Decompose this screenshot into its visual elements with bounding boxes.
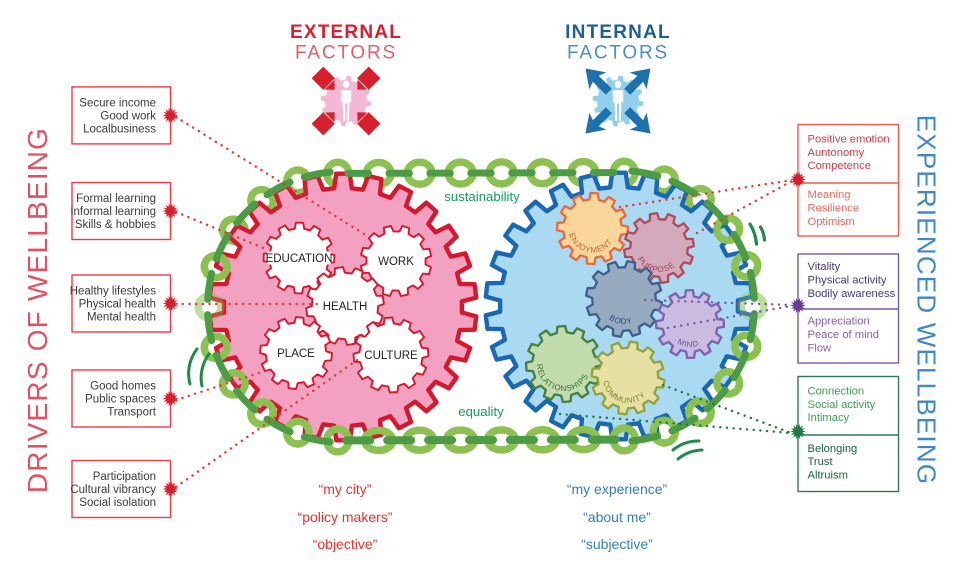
svg-text:equality: equality: [458, 404, 504, 419]
svg-text:FACTORS: FACTORS: [295, 43, 397, 64]
svg-text:Competence: Competence: [808, 160, 871, 172]
svg-text:Optimism: Optimism: [808, 216, 855, 228]
svg-text:INTERNAL: INTERNAL: [565, 22, 671, 43]
svg-text:Vitality: Vitality: [808, 261, 841, 273]
svg-text:Physical health: Physical health: [79, 299, 156, 311]
svg-text:Trust: Trust: [808, 456, 834, 468]
svg-text:Cultural vibrancy: Cultural vibrancy: [70, 484, 156, 496]
svg-text:DRIVERS OF WELLBEING: DRIVERS OF WELLBEING: [22, 127, 53, 493]
svg-text:“about me”: “about me”: [583, 509, 651, 525]
svg-text:Physical activity: Physical activity: [808, 275, 887, 287]
svg-text:Transport: Transport: [107, 407, 157, 419]
svg-text:Peace of mind: Peace of mind: [808, 329, 880, 341]
svg-text:Positive emotion: Positive emotion: [808, 133, 890, 145]
svg-text:Informal learning: Informal learning: [70, 206, 156, 218]
svg-text:EDUCATION: EDUCATION: [266, 253, 333, 265]
svg-text:Altruism: Altruism: [808, 470, 848, 482]
svg-text:EXPERIENCED WELLBEING: EXPERIENCED WELLBEING: [912, 115, 942, 486]
svg-text:Bodily awareness: Bodily awareness: [808, 288, 896, 300]
svg-text:Connection: Connection: [808, 385, 865, 397]
svg-text:Secure income: Secure income: [79, 97, 156, 109]
svg-text:PLACE: PLACE: [277, 348, 315, 360]
svg-text:Mental health: Mental health: [87, 312, 156, 324]
svg-text:Auntonomy: Auntonomy: [808, 147, 865, 159]
svg-text:“subjective”: “subjective”: [581, 536, 653, 552]
svg-text:Public spaces: Public spaces: [85, 394, 156, 406]
svg-text:Resilience: Resilience: [808, 203, 860, 215]
svg-text:sustainability: sustainability: [444, 189, 520, 204]
svg-text:Skills & hobbies: Skills & hobbies: [75, 219, 156, 231]
svg-text:“my city”: “my city”: [319, 481, 372, 497]
svg-text:“policy makers”: “policy makers”: [298, 509, 393, 525]
svg-text:FACTORS: FACTORS: [567, 43, 669, 64]
svg-text:HEALTH: HEALTH: [323, 301, 368, 313]
svg-text:Good work: Good work: [100, 110, 156, 122]
svg-text:Localbusiness: Localbusiness: [83, 123, 156, 135]
svg-text:Healthy lifestyles: Healthy lifestyles: [70, 286, 157, 298]
svg-text:Intimacy: Intimacy: [808, 412, 850, 424]
svg-text:Appreciation: Appreciation: [808, 316, 870, 328]
svg-text:Social activity: Social activity: [808, 399, 876, 411]
svg-text:Participation: Participation: [93, 471, 156, 483]
svg-text:Social isolation: Social isolation: [79, 497, 156, 509]
svg-text:MIND: MIND: [676, 337, 700, 349]
svg-text:Flow: Flow: [808, 342, 833, 354]
svg-text:WORK: WORK: [378, 256, 414, 268]
svg-text:Belonging: Belonging: [808, 443, 858, 455]
svg-text:Formal learning: Formal learning: [76, 193, 156, 205]
svg-text:“my experience”: “my experience”: [567, 481, 668, 497]
svg-text:Meaning: Meaning: [808, 189, 851, 201]
svg-text:Good homes: Good homes: [90, 381, 156, 393]
svg-text:CULTURE: CULTURE: [364, 350, 418, 362]
svg-text:“objective”: “objective”: [313, 536, 378, 552]
svg-text:EXTERNAL: EXTERNAL: [290, 22, 402, 43]
